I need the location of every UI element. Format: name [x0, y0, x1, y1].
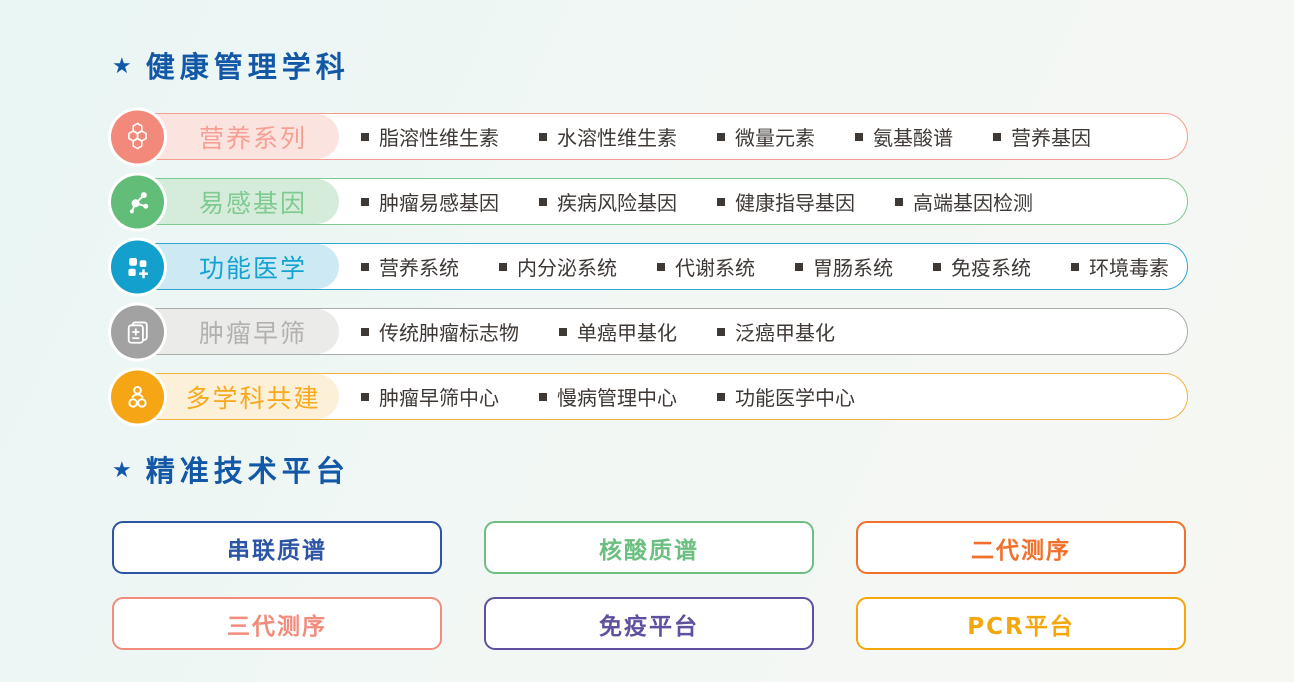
people-icon — [111, 370, 164, 423]
discipline-row-genes: 易感基因 肿瘤易感基因 — [111, 175, 1188, 228]
bullet-icon — [993, 132, 1001, 141]
honeycomb-icon — [111, 110, 164, 163]
document-plusminus-icon — [111, 305, 164, 358]
platform-button-pcr[interactable]: PCR平台 — [856, 597, 1186, 650]
bullet-icon — [361, 262, 369, 271]
list-item: 疾病风险基因 — [539, 187, 677, 216]
discipline-row-nutrition: 营养系列 脂溶性维生素 水溶性维生素 微量元素 氨基酸谱 — [111, 110, 1188, 163]
list-item: 脂溶性维生素 — [361, 122, 499, 151]
section-title-disciplines: ★ 健康管理学科 — [112, 44, 1188, 86]
list-item: 水溶性维生素 — [539, 122, 677, 151]
row-items: 脂溶性维生素 水溶性维生素 微量元素 氨基酸谱 营养基因 — [361, 122, 1091, 151]
list-item: 传统肿瘤标志物 — [361, 317, 519, 346]
category-label: 肿瘤早筛 — [198, 318, 307, 348]
bullet-icon — [361, 132, 369, 141]
bullet-icon — [539, 392, 547, 401]
bullet-icon — [933, 262, 941, 271]
molecule-icon — [111, 175, 164, 228]
star-icon: ★ — [112, 457, 132, 483]
bullet-icon — [499, 262, 507, 271]
category-label: 功能医学 — [198, 253, 307, 283]
page-title: 健康管理学科 — [145, 50, 350, 84]
list-item: 功能医学中心 — [717, 382, 855, 411]
list-item: 营养基因 — [993, 122, 1091, 151]
list-item: 健康指导基因 — [717, 187, 855, 216]
platform-button-immune[interactable]: 免疫平台 — [484, 597, 814, 650]
category-label: 多学科共建 — [185, 383, 321, 413]
row-items: 营养系统 内分泌系统 代谢系统 胃肠系统 免疫系统 环境毒素 — [361, 252, 1169, 281]
platform-button-third-gen-seq[interactable]: 三代测序 — [112, 597, 442, 650]
list-item: 肿瘤易感基因 — [361, 187, 499, 216]
bullet-icon — [855, 132, 863, 141]
star-icon: ★ — [112, 53, 132, 79]
bullet-icon — [895, 197, 903, 206]
bullet-icon — [657, 262, 665, 271]
list-item: 泛癌甲基化 — [717, 317, 835, 346]
list-item: 代谢系统 — [657, 252, 755, 281]
bullet-icon — [795, 262, 803, 271]
section-title: 精准技术平台 — [145, 454, 350, 488]
platform-buttons: 串联质谱 核酸质谱 二代测序 三代测序 免疫平台 PCR平台 — [112, 521, 1188, 650]
bullet-icon — [539, 132, 547, 141]
bullet-icon — [539, 197, 547, 206]
list-item: 环境毒素 — [1071, 252, 1169, 281]
list-item: 高端基因检测 — [895, 187, 1033, 216]
row-items: 肿瘤早筛中心 慢病管理中心 功能医学中心 — [361, 382, 855, 411]
list-item: 单癌甲基化 — [559, 317, 677, 346]
platform-button-tandem-ms[interactable]: 串联质谱 — [112, 521, 442, 574]
category-label: 易感基因 — [198, 188, 307, 218]
section-title-platforms: ★ 精准技术平台 — [112, 448, 1188, 490]
category-label: 营养系列 — [198, 123, 307, 153]
platform-button-nucleic-acid-ms[interactable]: 核酸质谱 — [484, 521, 814, 574]
bullet-icon — [717, 392, 725, 401]
row-items: 传统肿瘤标志物 单癌甲基化 泛癌甲基化 — [361, 317, 835, 346]
list-item: 营养系统 — [361, 252, 459, 281]
bullet-icon — [1071, 262, 1079, 271]
discipline-row-multidisciplinary: 多学科共建 肿瘤早筛中心 慢病管理中心 功能医学中心 — [111, 370, 1188, 423]
discipline-rows: 营养系列 脂溶性维生素 水溶性维生素 微量元素 氨基酸谱 — [111, 110, 1188, 423]
list-item: 慢病管理中心 — [539, 382, 677, 411]
discipline-row-cancer-screening: 肿瘤早筛 传统肿瘤标志物 单癌甲基化 泛癌甲基化 — [111, 305, 1188, 358]
list-item: 氨基酸谱 — [855, 122, 953, 151]
list-item: 免疫系统 — [933, 252, 1031, 281]
bullet-icon — [559, 327, 567, 336]
bullet-icon — [361, 392, 369, 401]
list-item: 胃肠系统 — [795, 252, 893, 281]
row-items: 肿瘤易感基因 疾病风险基因 健康指导基因 高端基因检测 — [361, 187, 1033, 216]
discipline-row-functional-medicine: 功能医学 营养系统 内分泌系统 代谢系统 胃肠系统 免疫系统 环 — [111, 240, 1188, 293]
bullet-icon — [717, 197, 725, 206]
list-item: 肿瘤早筛中心 — [361, 382, 499, 411]
grid-plus-icon — [111, 240, 164, 293]
bullet-icon — [361, 197, 369, 206]
bullet-icon — [361, 327, 369, 336]
bullet-icon — [717, 132, 725, 141]
list-item: 内分泌系统 — [499, 252, 617, 281]
platform-button-ngs[interactable]: 二代测序 — [856, 521, 1186, 574]
bullet-icon — [717, 327, 725, 336]
list-item: 微量元素 — [717, 122, 815, 151]
